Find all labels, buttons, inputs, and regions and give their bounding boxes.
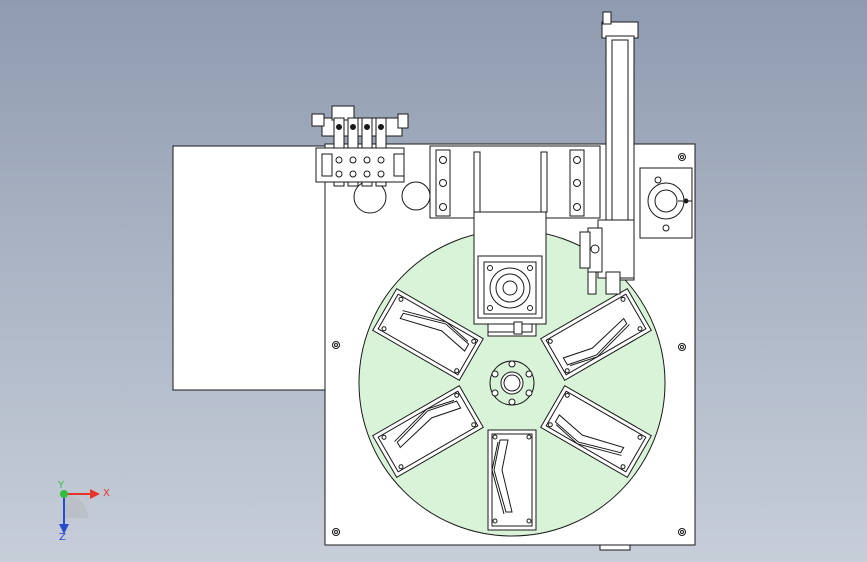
bottom-tab	[599, 544, 631, 551]
valve-manifold	[311, 105, 409, 187]
y-axis-label: Y	[58, 480, 65, 491]
left-panel	[172, 145, 329, 391]
fixture-station	[487, 429, 537, 531]
x-axis-label: X	[103, 488, 110, 499]
coordinate-triad	[59, 489, 100, 534]
linear-cylinder	[579, 11, 639, 295]
turntable-hub	[489, 360, 535, 406]
spindle-carriage	[473, 211, 547, 335]
fixture-stations	[372, 235, 652, 531]
z-axis-label: Z	[59, 532, 66, 543]
side-clamp	[639, 167, 693, 239]
upper-bracket	[353, 145, 601, 219]
